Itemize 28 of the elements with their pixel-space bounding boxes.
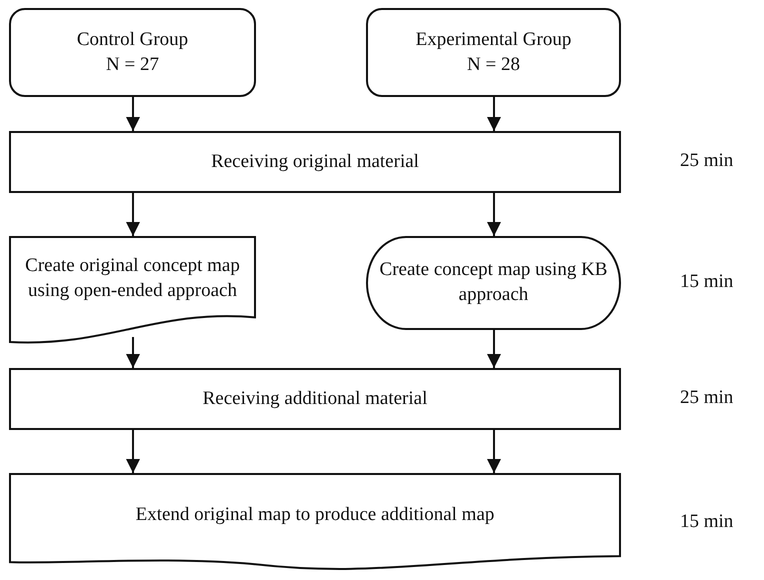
node-text: Create concept map using KB approach [378, 258, 608, 307]
node-text: N = 27 [106, 52, 159, 76]
process-box [9, 368, 621, 430]
arrow [487, 430, 501, 473]
group-box [366, 8, 621, 97]
duration-label: 25 min [680, 387, 734, 409]
duration-label: 15 min [680, 271, 734, 293]
arrow [126, 430, 140, 473]
terminal-box [366, 236, 621, 330]
group-box [9, 8, 256, 97]
node-text: Receiving additional material [202, 386, 428, 411]
document-box [9, 473, 621, 572]
node-text: N = 28 [467, 52, 520, 76]
document-box [9, 236, 256, 343]
duration-label: 15 min [680, 510, 734, 532]
node-text: Receiving original material [211, 150, 419, 174]
duration-label: 25 min [680, 150, 734, 172]
arrow [126, 193, 140, 236]
node-text: Extend original map to produce additional map [136, 503, 494, 528]
node-text: Create original concept map using open-ended approach [24, 254, 241, 302]
process-box [9, 131, 621, 193]
arrow [487, 330, 501, 368]
arrow [126, 337, 140, 368]
arrow [126, 97, 140, 131]
node-text: Experimental Group [416, 28, 572, 52]
arrow [487, 97, 501, 131]
node-text: Control Group [76, 28, 188, 52]
arrow [487, 193, 501, 236]
